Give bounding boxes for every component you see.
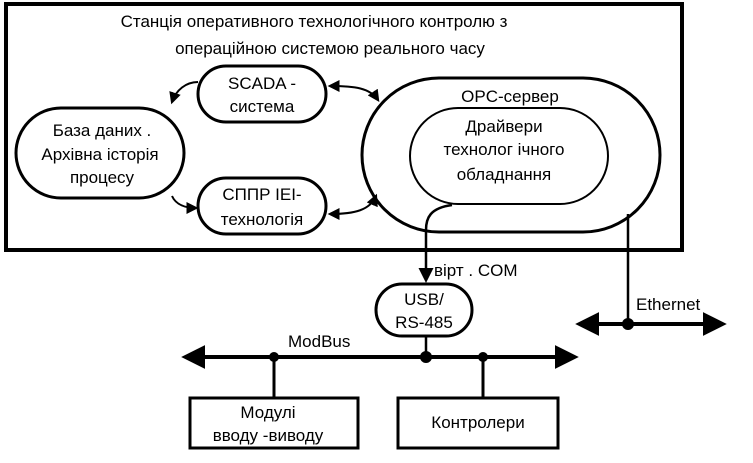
connector-dss-opc	[327, 193, 378, 220]
station-title-line2: операційною системою реального часу	[175, 39, 485, 58]
drivers-node	[409, 107, 609, 205]
virtual-com-label: вірт . COM	[434, 261, 518, 280]
drivers-label-line1: Драйвери	[465, 117, 542, 136]
scada-label-line1: SCADA -	[228, 74, 296, 93]
ethernet-label: Ethernet	[636, 295, 701, 314]
connector-scada-opc	[327, 80, 380, 102]
connector-database-dss	[171, 195, 199, 214]
controllers-label: Контролери	[431, 413, 524, 432]
scada-label-line2: система	[230, 97, 295, 116]
connector-scada-database	[169, 81, 199, 105]
drivers-label-line3: обладнання	[457, 165, 552, 184]
ethernet-junction	[622, 318, 634, 330]
usb-rs485-label-line1: USB/	[404, 290, 444, 309]
io-modules-label-line1: Модулі	[240, 403, 295, 422]
io-modules-node	[188, 396, 360, 450]
dss-label-line1: СППР IEI-	[222, 185, 301, 204]
database-label-line3: процесу	[70, 168, 135, 187]
dss-label-line2: технологія	[221, 210, 303, 229]
opc-server-label: OPC-сервер	[461, 87, 559, 106]
station-frame	[4, 2, 684, 252]
drivers-label-line2: технолог ічного	[444, 140, 565, 159]
connector-drivers-usb	[418, 203, 453, 283]
modbus-label: ModBus	[288, 332, 350, 351]
scada-node	[196, 64, 328, 124]
database-node	[14, 106, 186, 200]
station-title-line1: Станція оперативного технологічного конт…	[121, 12, 508, 31]
usb-rs485-node	[374, 282, 474, 338]
database-label-line1: База даних .	[53, 121, 152, 140]
controllers-node	[396, 396, 560, 450]
modbus-junction-usb	[420, 351, 432, 363]
usb-rs485-label-line2: RS-485	[395, 313, 453, 332]
io-modules-label-line2: вводу -виводу	[213, 426, 324, 445]
database-label-line2: Архівна історія	[41, 145, 158, 164]
